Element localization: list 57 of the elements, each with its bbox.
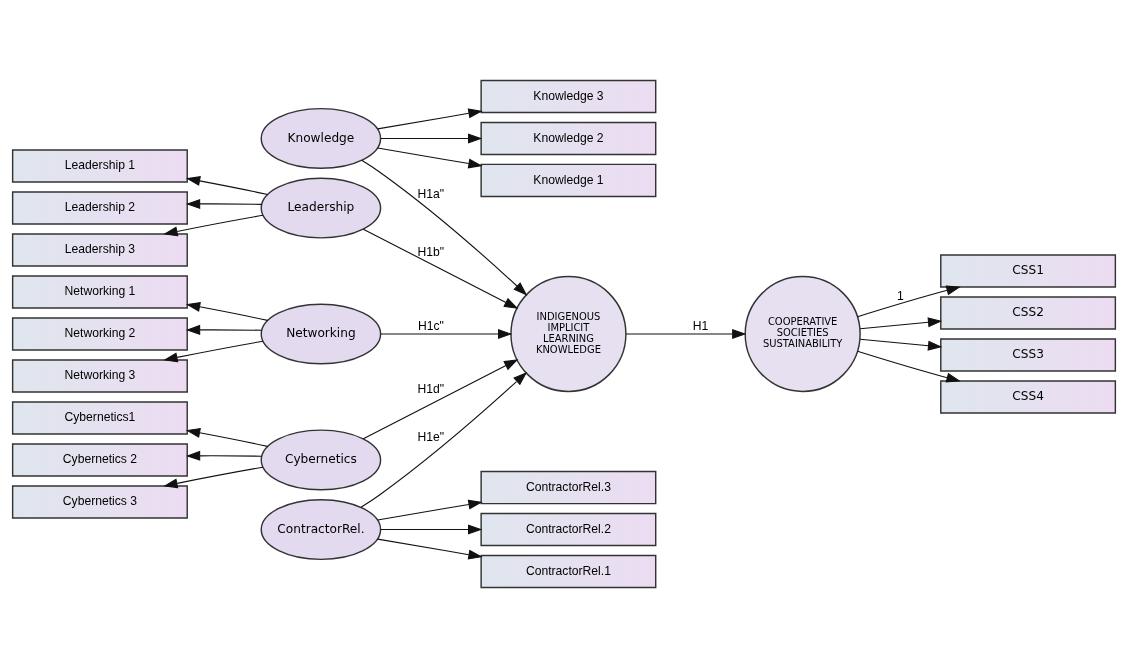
- node-box: ContractorRel.1: [480, 554, 657, 589]
- edge-label: 1: [897, 288, 904, 303]
- node-ellipse: ContractorRel.: [260, 499, 382, 561]
- node-box: Knowledge 3: [480, 79, 657, 114]
- node-box: CSS1: [940, 254, 1117, 288]
- arrow: [362, 359, 519, 440]
- arrow: [361, 159, 528, 296]
- node-box: Networking 1: [11, 275, 188, 309]
- node-box: Leadership 2: [11, 191, 188, 225]
- node-box: Leadership 1: [11, 149, 188, 183]
- node-box: Cybernetics 3: [11, 485, 188, 519]
- node-box: CSS2: [940, 296, 1117, 330]
- arrow: [380, 328, 513, 340]
- arrow: [859, 317, 943, 330]
- arrow: [360, 371, 528, 508]
- edge-label: H1c": [417, 319, 444, 334]
- arrow: [377, 147, 483, 169]
- arrow: [185, 301, 269, 321]
- arrow: [362, 228, 519, 309]
- arrow: [163, 340, 264, 363]
- arrow: [625, 328, 747, 340]
- edge-label: H1: [692, 319, 709, 334]
- node-box: Knowledge 1: [480, 163, 657, 198]
- arrow: [185, 324, 263, 335]
- node-box: CSS3: [940, 338, 1117, 372]
- arrow: [857, 350, 961, 383]
- arrow: [185, 198, 263, 209]
- arrow: [185, 175, 269, 195]
- arrow: [377, 538, 483, 560]
- arrow: [859, 338, 943, 351]
- node-box: ContractorRel.2: [480, 512, 657, 547]
- node-box: Cybernetics1: [11, 401, 188, 435]
- edge-label: H1a": [417, 186, 445, 201]
- node-ellipse: Cybernetics: [260, 429, 382, 491]
- arrow: [380, 524, 483, 535]
- edge-label: H1b": [417, 245, 445, 260]
- node-box: CSS4: [940, 380, 1117, 414]
- arrow: [185, 450, 263, 461]
- edge-label: H1e": [417, 429, 445, 444]
- node-circle: COOPERATIVE SOCIETIES SUSTAINABILITY: [744, 275, 861, 393]
- arrow: [380, 133, 483, 144]
- arrow: [163, 466, 264, 489]
- edge-label: H1d": [417, 382, 445, 397]
- node-box: Cybernetics 2: [11, 443, 188, 477]
- arrow: [857, 285, 961, 318]
- arrow: [377, 499, 483, 521]
- node-box: Networking 2: [11, 317, 188, 351]
- node-box: Knowledge 2: [480, 121, 657, 156]
- node-ellipse: Leadership: [260, 177, 382, 239]
- node-ellipse: Networking: [260, 303, 382, 365]
- node-box: ContractorRel.3: [480, 470, 657, 505]
- arrow: [163, 214, 264, 237]
- arrow: [185, 427, 269, 447]
- node-box: Leadership 3: [11, 233, 188, 267]
- node-ellipse: Knowledge: [260, 107, 382, 169]
- arrow: [377, 108, 483, 130]
- node-box: Networking 3: [11, 359, 188, 393]
